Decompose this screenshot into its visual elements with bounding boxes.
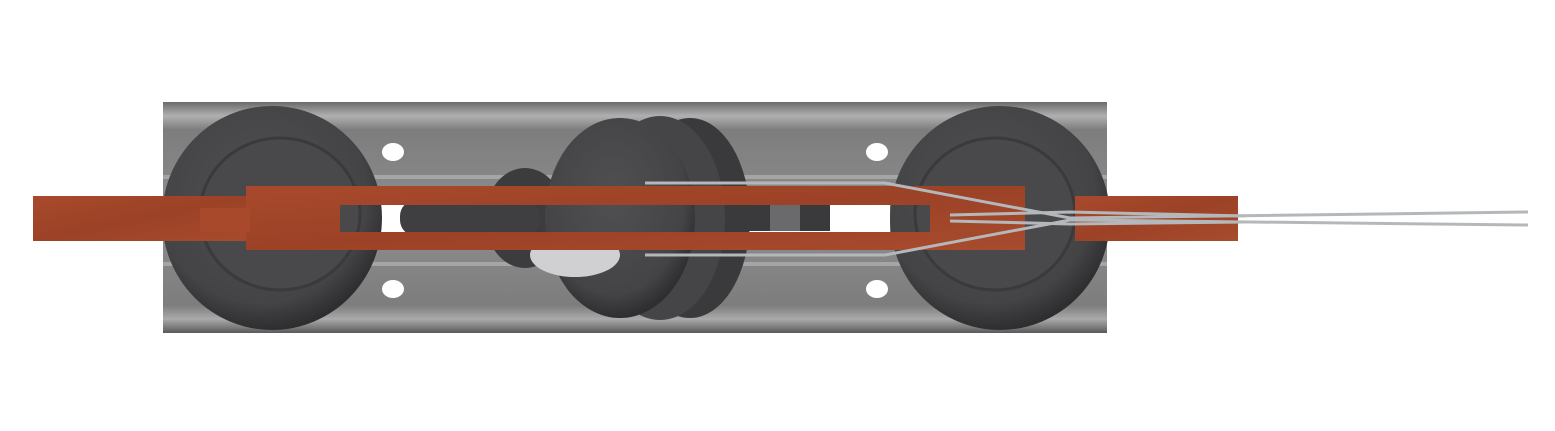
wire-leads [645,181,1529,257]
rail-hole [382,280,404,298]
rail-hole [866,143,888,161]
copper-busbar [33,186,1238,250]
insulator-middle [400,116,830,320]
rail-hole [866,280,888,298]
rail-hole [382,143,404,161]
